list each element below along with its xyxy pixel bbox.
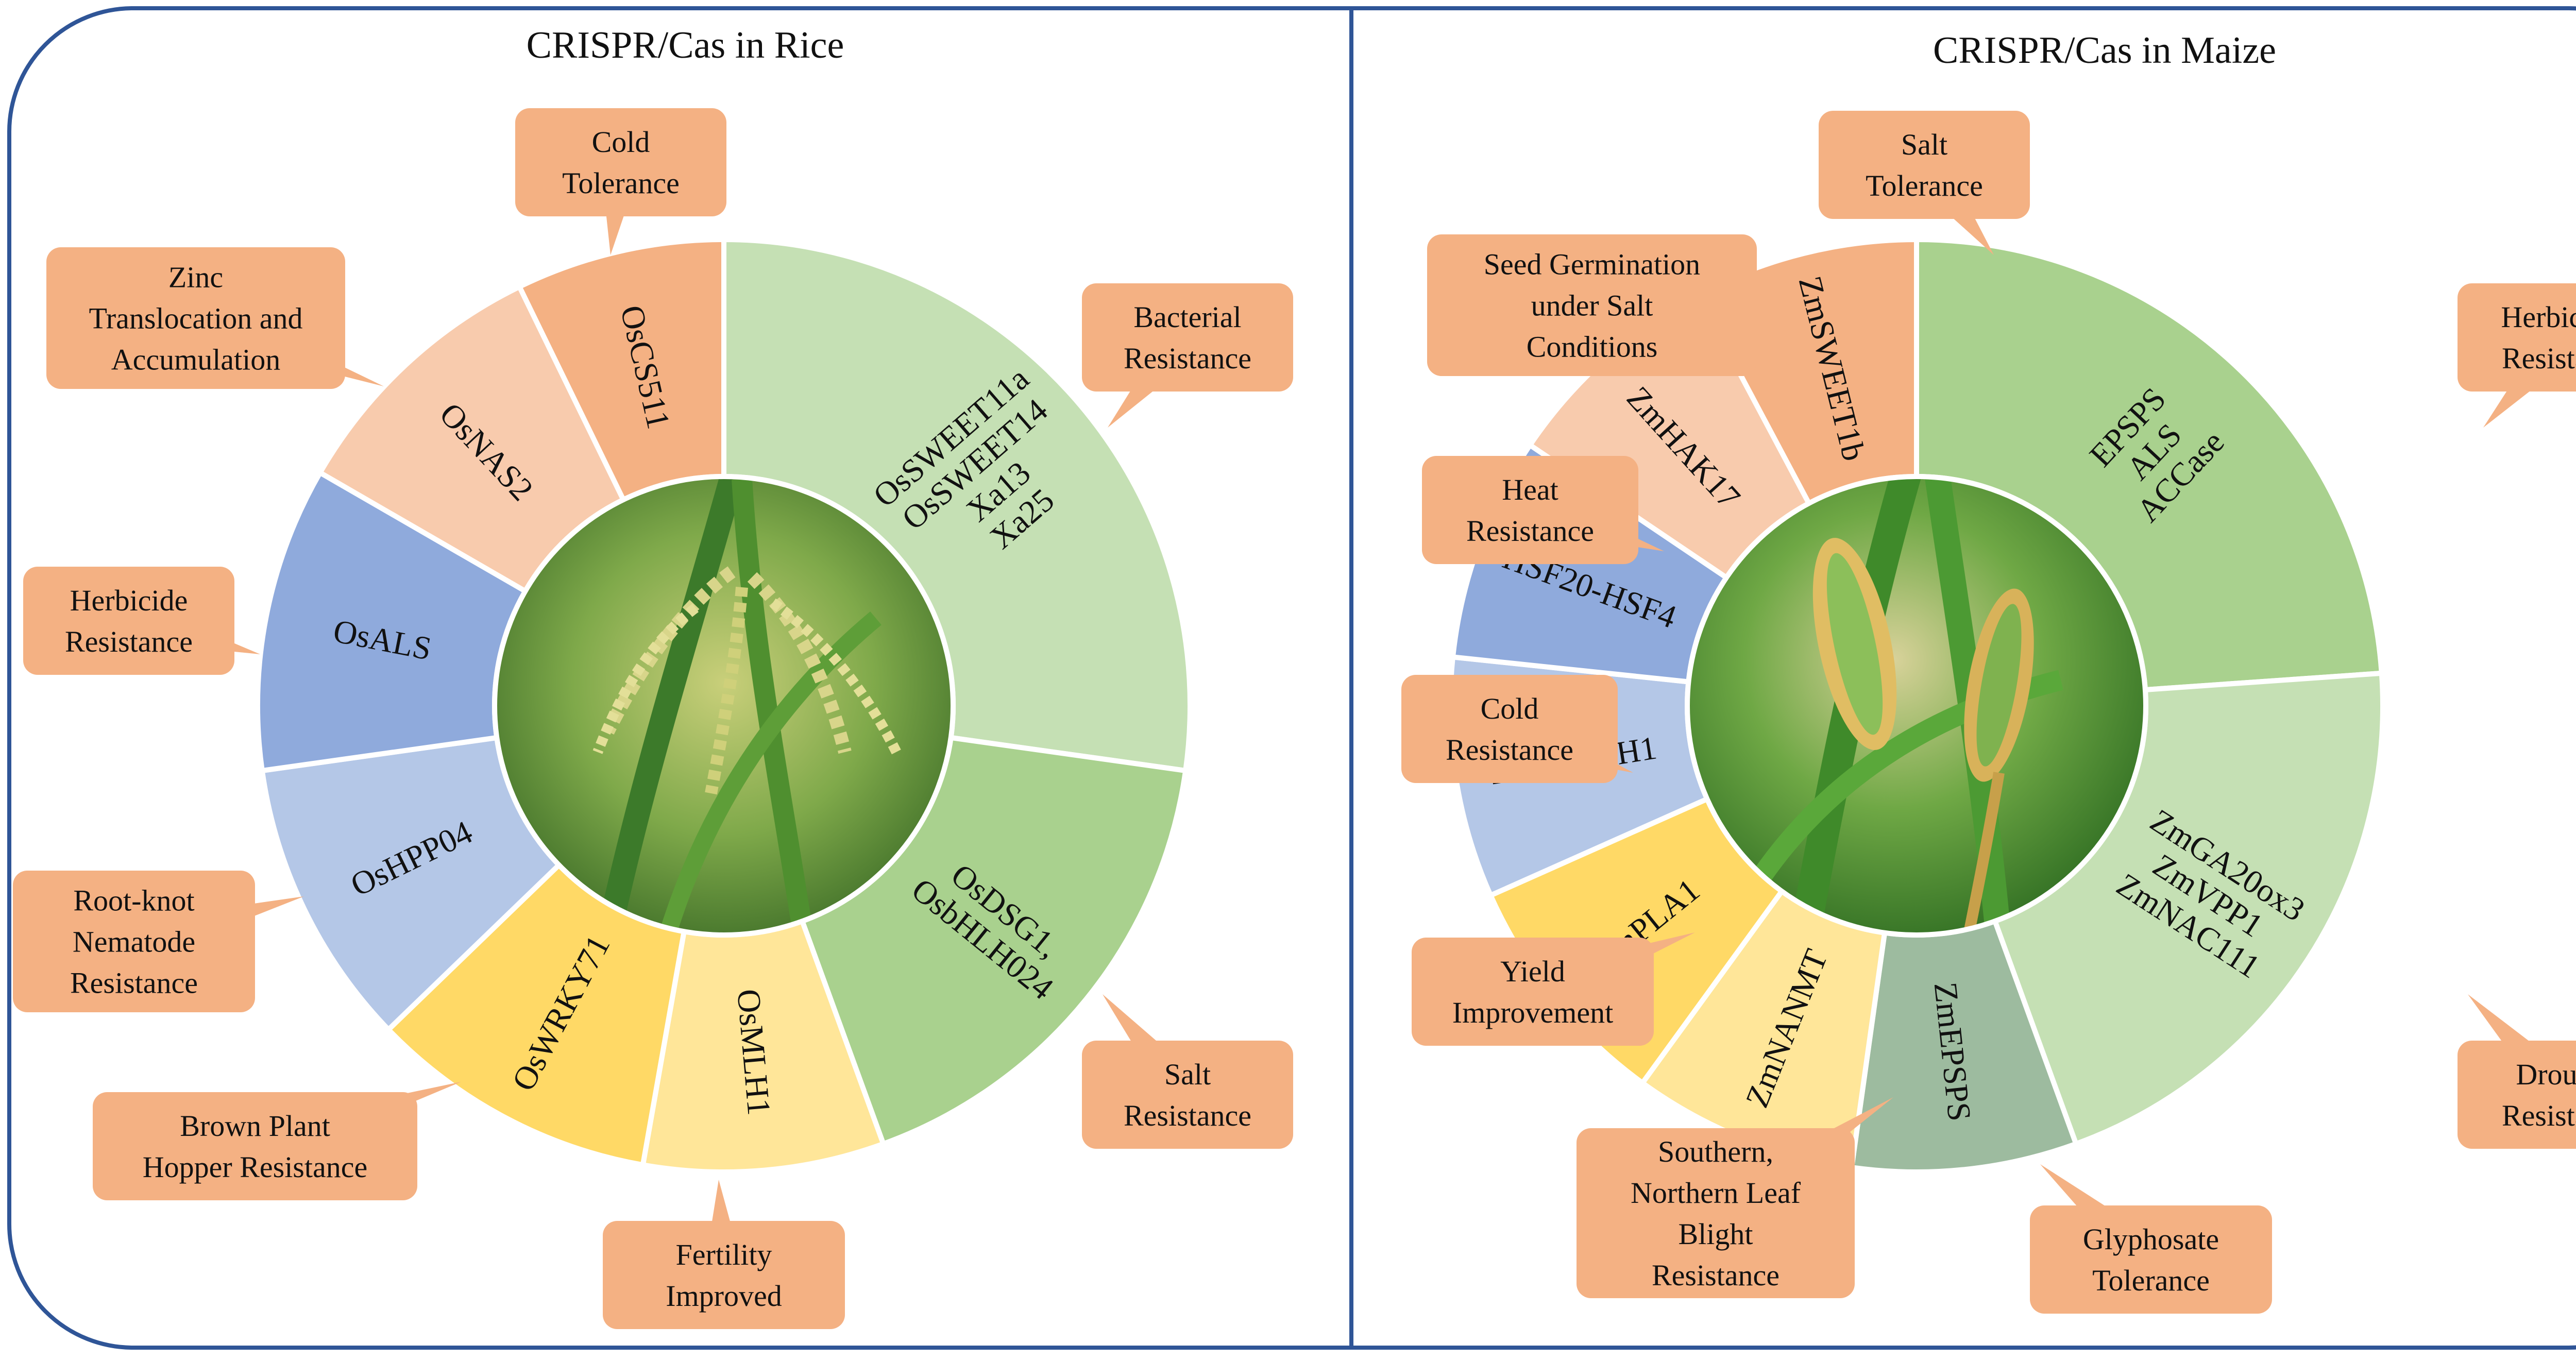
maize-panel: EPSPSALSACCaseZmGA20ox3ZmVPP1ZmNAC111ZmE… xyxy=(1401,111,2576,1314)
rice-ring: OsSWEET11aOsSWEET14Xa13Xa25OsDSG1,OsbHLH… xyxy=(255,236,1193,1175)
svg-text:DroughtResistance: DroughtResistance xyxy=(2502,1058,2576,1132)
rice-panel-title: CRISPR/Cas in Rice xyxy=(527,24,844,66)
rice-panicle-photo xyxy=(495,477,953,935)
maize-panel-title: CRISPR/Cas in Maize xyxy=(1933,29,2276,72)
maize-callout-drought: DroughtResistance xyxy=(2458,994,2576,1149)
maize-callout-herbicides: HerbicidesResistance xyxy=(2458,283,2576,428)
maize-ear-photo xyxy=(1687,477,2146,935)
rice-panel: OsSWEET11aOsSWEET14Xa13Xa25OsDSG1,OsbHLH… xyxy=(13,108,1293,1329)
maize-callouts: HerbicidesResistanceDroughtResistanceGly… xyxy=(1401,111,2576,1314)
svg-text:HerbicidesResistance: HerbicidesResistance xyxy=(2501,300,2576,375)
